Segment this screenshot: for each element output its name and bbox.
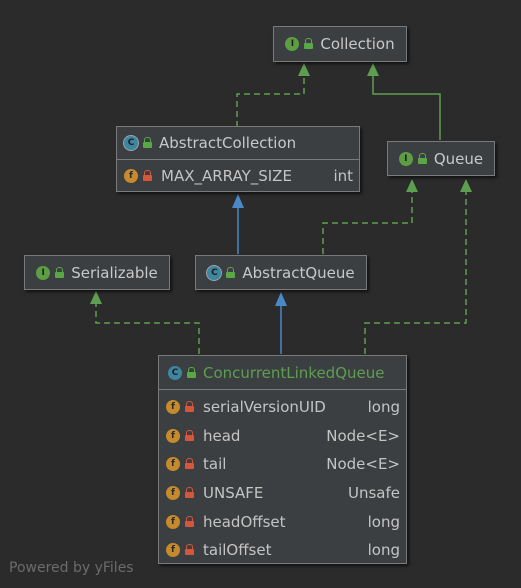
field-name: UNSAFE <box>203 484 264 503</box>
arrowhead-icon <box>90 291 102 304</box>
edge-abstractcollection-collection <box>236 70 305 127</box>
arrowhead-icon <box>275 292 287 306</box>
class-icon: C <box>168 365 182 380</box>
field-type: Node<E> <box>326 426 400 445</box>
node-header: I Collection <box>274 27 406 61</box>
arrowhead-icon <box>406 179 418 192</box>
node-header: C ConcurrentLinkedQueue <box>159 356 406 390</box>
public-lock-icon <box>417 152 428 165</box>
edge-abstractqueue-queue <box>322 186 413 254</box>
private-lock-icon <box>184 458 195 470</box>
private-lock-icon <box>184 515 195 528</box>
node-title: AbstractCollection <box>159 134 297 152</box>
node-title: Collection <box>320 35 395 53</box>
node-concurrentlinkedqueue[interactable]: C ConcurrentLinkedQueue f serialVersionU… <box>158 355 407 564</box>
private-lock-icon <box>184 544 195 556</box>
edge-concurrentlinkedqueue-queue <box>364 186 467 354</box>
field-type: long <box>367 541 400 560</box>
field-name: head <box>203 426 241 445</box>
interface-icon: I <box>285 37 300 51</box>
node-abstractcollection[interactable]: C AbstractCollection f MAX_ARRAY_SIZE in… <box>116 126 360 192</box>
public-lock-icon <box>142 137 153 149</box>
private-lock-icon <box>184 429 195 442</box>
powered-by-footer: Powered by yFiles <box>9 560 134 576</box>
field-icon: f <box>166 428 180 443</box>
abstract-class-icon: C <box>207 265 222 280</box>
arrowhead-icon <box>367 63 379 76</box>
field-row[interactable]: f headOffset long <box>159 507 406 536</box>
field-row[interactable]: f tailOffset long <box>159 536 406 565</box>
private-lock-icon <box>142 169 153 182</box>
field-row[interactable]: f UNSAFE Unsafe <box>159 479 406 508</box>
field-type: long <box>367 512 400 531</box>
node-abstractqueue[interactable]: C AbstractQueue <box>195 255 367 290</box>
node-header: C AbstractCollection <box>117 127 359 160</box>
field-icon: f <box>166 514 180 529</box>
public-lock-icon <box>186 366 197 379</box>
field-icon: f <box>166 457 180 472</box>
field-type: int <box>333 166 353 185</box>
node-header: C AbstractQueue <box>196 256 366 289</box>
field-name: headOffset <box>203 512 286 531</box>
abstract-class-icon: C <box>124 136 138 150</box>
field-name: tail <box>203 455 227 474</box>
private-lock-icon <box>184 487 195 499</box>
node-title: Serializable <box>71 263 158 282</box>
arrowhead-icon <box>232 194 244 208</box>
field-icon: f <box>166 486 180 501</box>
field-row[interactable]: f head Node<E> <box>159 422 406 451</box>
edge-queue-collection <box>372 70 441 140</box>
field-list: f serialVersionUID long f head Node<E> f… <box>159 390 406 568</box>
node-header: I Queue <box>388 142 494 175</box>
node-header: I Serializable <box>25 256 169 289</box>
node-queue[interactable]: I Queue <box>387 141 495 176</box>
node-serializable[interactable]: I Serializable <box>24 255 170 290</box>
field-icon: f <box>124 168 138 183</box>
node-title: ConcurrentLinkedQueue <box>203 363 385 382</box>
node-title: AbstractQueue <box>242 263 355 282</box>
field-icon: f <box>166 543 180 558</box>
interface-icon: I <box>398 151 413 166</box>
public-lock-icon <box>225 266 236 279</box>
field-icon: f <box>166 400 180 415</box>
node-collection[interactable]: I Collection <box>273 26 407 62</box>
field-type: Node<E> <box>326 455 400 474</box>
public-lock-icon <box>303 38 314 50</box>
private-lock-icon <box>184 401 195 413</box>
field-type: long <box>367 398 400 417</box>
edge-concurrentlinkedqueue-serializable <box>95 298 200 354</box>
arrowhead-icon <box>298 63 310 76</box>
field-row[interactable]: f serialVersionUID long <box>159 393 406 422</box>
interface-icon: I <box>36 265 51 280</box>
field-row[interactable]: f MAX_ARRAY_SIZE int <box>117 160 359 191</box>
field-name: MAX_ARRAY_SIZE <box>161 166 292 185</box>
public-lock-icon <box>54 266 65 279</box>
field-row[interactable]: f tail Node<E> <box>159 450 406 479</box>
field-name: tailOffset <box>203 541 272 560</box>
field-type: Unsafe <box>347 484 400 503</box>
field-name: serialVersionUID <box>203 398 326 417</box>
node-title: Queue <box>433 149 484 168</box>
arrowhead-icon <box>460 179 472 192</box>
